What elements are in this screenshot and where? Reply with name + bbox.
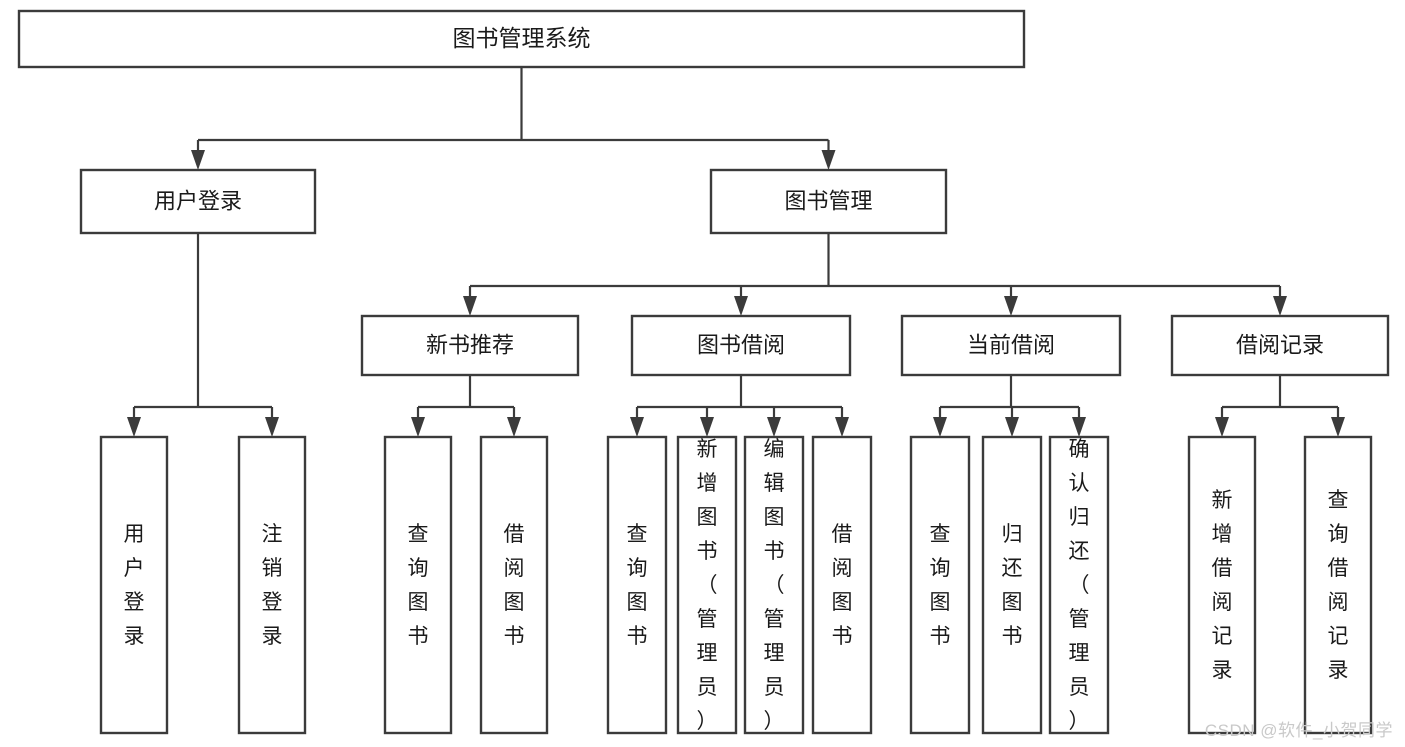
node-n-new-books[interactable]: 新书推荐: [360, 314, 580, 377]
node-label: 用户登录: [124, 523, 145, 648]
node-l-add-book[interactable]: 新增图书（管理员）: [676, 435, 738, 735]
node-l-borrow-2[interactable]: 借阅图书: [811, 435, 873, 735]
node-label: 新书推荐: [426, 332, 514, 357]
node-box[interactable]: [1303, 435, 1373, 735]
arrow-head-icon: [1072, 417, 1086, 437]
arrow-head-icon: [1215, 417, 1229, 437]
node-box[interactable]: [900, 314, 1122, 377]
node-box[interactable]: [17, 9, 1026, 69]
arrow-head-icon: [191, 150, 205, 170]
arrow-head-icon: [507, 417, 521, 437]
node-box[interactable]: [1048, 435, 1110, 735]
node-label: 查询图书: [930, 523, 951, 648]
node-label: 查询借阅记录: [1328, 489, 1349, 682]
node-label: 查询图书: [627, 523, 648, 648]
node-label: 图书借阅: [697, 332, 785, 357]
watermark-text: CSDN @软件_小贺同学: [1204, 721, 1393, 740]
node-box[interactable]: [360, 314, 580, 377]
node-box[interactable]: [676, 435, 738, 735]
node-layer: 图书管理系统用户登录图书管理新书推荐图书借阅当前借阅借阅记录用户登录注销登录查询…: [17, 9, 1390, 735]
node-l-add-record[interactable]: 新增借阅记录: [1187, 435, 1257, 735]
arrow-head-icon: [411, 417, 425, 437]
node-label: 借阅图书: [832, 523, 853, 648]
node-box[interactable]: [79, 168, 317, 235]
arrow-head-icon: [835, 417, 849, 437]
node-l-user-login[interactable]: 用户登录: [99, 435, 169, 735]
node-box[interactable]: [743, 435, 805, 735]
node-label: 当前借阅: [967, 332, 1055, 357]
node-l-confirm-return[interactable]: 确认归还（管理员）: [1048, 435, 1110, 735]
node-box[interactable]: [630, 314, 852, 377]
node-l-borrow-1[interactable]: 借阅图书: [479, 435, 549, 735]
node-box[interactable]: [606, 435, 668, 735]
node-n-user-login[interactable]: 用户登录: [79, 168, 317, 235]
node-label: 注销登录: [262, 523, 283, 648]
node-label: 归还图书: [1002, 523, 1023, 648]
node-n-borrow[interactable]: 图书借阅: [630, 314, 852, 377]
arrow-head-icon: [127, 417, 141, 437]
node-label: 新增借阅记录: [1212, 489, 1233, 682]
node-n-book-mgmt[interactable]: 图书管理: [709, 168, 948, 235]
node-label: 编辑图书（管理员）: [764, 438, 785, 733]
arrow-head-icon: [821, 150, 836, 170]
arrow-head-icon: [933, 417, 947, 437]
node-n-records[interactable]: 借阅记录: [1170, 314, 1390, 377]
node-box[interactable]: [709, 168, 948, 235]
node-label: 新增图书（管理员）: [697, 438, 718, 733]
node-box[interactable]: [909, 435, 971, 735]
node-root[interactable]: 图书管理系统: [17, 9, 1026, 69]
node-label: 确认归还（管理员）: [1069, 438, 1090, 733]
arrow-head-icon: [767, 417, 781, 437]
arrow-head-icon: [734, 296, 748, 316]
node-box[interactable]: [99, 435, 169, 735]
node-label: 借阅图书: [504, 523, 525, 648]
arrow-head-icon: [265, 417, 279, 437]
node-label: 图书管理系统: [453, 25, 591, 51]
node-label: 查询图书: [408, 523, 429, 648]
node-n-current[interactable]: 当前借阅: [900, 314, 1122, 377]
node-box[interactable]: [1187, 435, 1257, 735]
node-box[interactable]: [811, 435, 873, 735]
node-label: 图书管理: [784, 188, 872, 213]
arrow-head-icon: [1005, 417, 1019, 437]
node-box[interactable]: [1170, 314, 1390, 377]
node-l-query-2[interactable]: 查询图书: [606, 435, 668, 735]
node-box[interactable]: [981, 435, 1043, 735]
node-l-edit-book[interactable]: 编辑图书（管理员）: [743, 435, 805, 735]
node-label: 借阅记录: [1236, 332, 1324, 357]
node-l-query-record[interactable]: 查询借阅记录: [1303, 435, 1373, 735]
connector-layer: [127, 67, 1345, 437]
node-box[interactable]: [479, 435, 549, 735]
arrow-head-icon: [1273, 296, 1287, 316]
arrow-head-icon: [1331, 417, 1345, 437]
node-box[interactable]: [237, 435, 307, 735]
arrow-head-icon: [630, 417, 644, 437]
node-l-query-1[interactable]: 查询图书: [383, 435, 453, 735]
node-l-return[interactable]: 归还图书: [981, 435, 1043, 735]
node-label: 用户登录: [154, 188, 242, 213]
arrow-head-icon: [1004, 296, 1018, 316]
node-box[interactable]: [383, 435, 453, 735]
node-l-query-3[interactable]: 查询图书: [909, 435, 971, 735]
node-l-logout[interactable]: 注销登录: [237, 435, 307, 735]
arrow-head-icon: [463, 296, 477, 316]
arrow-head-icon: [700, 417, 714, 437]
